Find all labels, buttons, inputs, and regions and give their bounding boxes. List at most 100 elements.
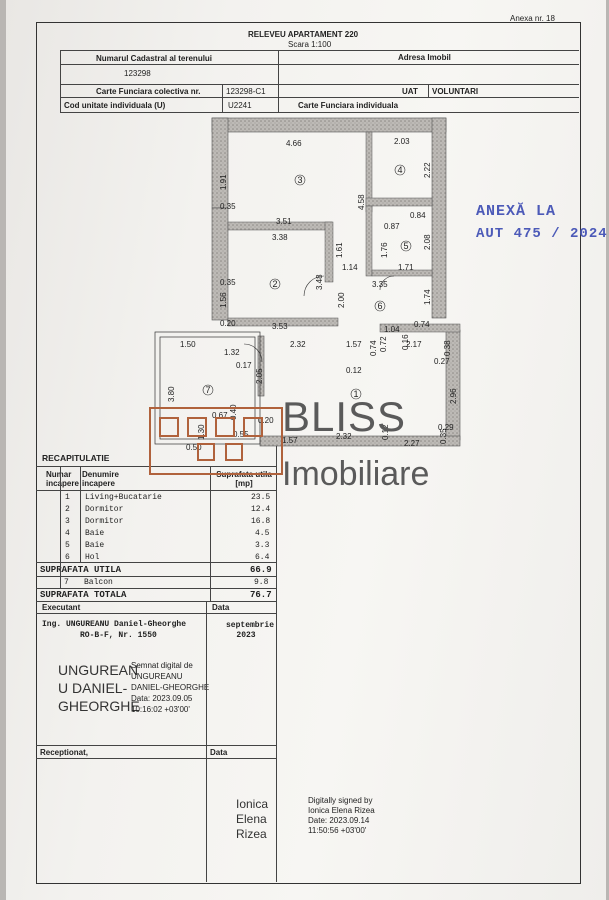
door-swings <box>243 275 395 363</box>
dim-label: 3.80 <box>167 386 176 402</box>
balcony-area: 9.8 <box>254 578 269 587</box>
recap-title: RECAPITULATIE <box>42 453 110 463</box>
floor-plan: 3 4 5 2 6 1 7 <box>154 117 461 447</box>
dim-label: 2.03 <box>394 137 410 146</box>
executant-name: Ing. UNGUREANU Daniel-Gheorghe <box>42 620 187 629</box>
dim-label: 0.27 <box>434 357 450 366</box>
dim-label: 2.32 <box>290 340 306 349</box>
dim-label: 0.35 <box>439 428 448 444</box>
dim-label: 1.14 <box>342 263 358 272</box>
dim-label: 1.71 <box>398 263 414 272</box>
executant-label: Executant <box>42 603 81 612</box>
dim-label: 0.17 <box>236 361 252 370</box>
dim-label: 3.53 <box>272 322 288 331</box>
receptionat-signature-info-3: Date: 2023.09.14 <box>308 816 370 825</box>
room-marker-3: 3 <box>297 175 302 185</box>
dim-label: 0.55 <box>233 430 249 439</box>
room-marker-1: 1 <box>353 389 358 399</box>
executant-date: septembrie 2023 <box>226 621 275 640</box>
dim-label: 4.66 <box>286 139 302 148</box>
uat-label: UAT <box>402 87 418 96</box>
dim-label: 0.67 <box>212 411 228 420</box>
annex-stamp-line2: AUT 475 / 2024 <box>476 226 608 242</box>
exterior-walls <box>211 117 461 447</box>
dim-label: 0.74 <box>414 320 430 329</box>
balcony-name: Balcon <box>84 578 113 587</box>
bliss-logo-icon <box>149 407 283 475</box>
receptionat-signature-info-2: Ionica Elena Rizea <box>308 806 375 815</box>
dim-label: 0.87 <box>384 222 400 231</box>
dim-label: 1.61 <box>335 242 344 258</box>
cadastral-label: Numarul Cadastral al terenului <box>96 54 213 63</box>
dim-label: 1.91 <box>219 174 228 190</box>
receptionat-signature-name-2: Elena <box>236 812 267 826</box>
useful-area-value: 66.9 <box>250 565 272 575</box>
dim-label: 0.29 <box>438 423 454 432</box>
dim-label: 1.32 <box>224 348 240 357</box>
cadastral-value: 123298 <box>124 69 151 78</box>
recap-col-number: Numar incapere <box>46 470 79 488</box>
dim-label: 3.38 <box>272 233 288 242</box>
watermark-brand: BLISS <box>282 393 407 440</box>
dim-label: 0.72 <box>379 336 388 352</box>
document-scale: Scara 1:100 <box>288 40 332 49</box>
receptionat-signature-info-4: 11:50:56 +03'00' <box>308 826 367 835</box>
dim-label: 1.74 <box>423 289 432 305</box>
document-page <box>6 0 606 900</box>
document-title: RELEVEU APARTAMENT 220 <box>248 30 359 39</box>
dim-label: 0.84 <box>410 211 426 220</box>
dim-label: 1.57 <box>282 436 298 445</box>
total-area-value: 76.7 <box>250 590 272 600</box>
executant-signature-name-1: UNGUREAN <box>58 662 139 678</box>
dim-label: 0.38 <box>443 340 452 356</box>
receptionat-signature-name-3: Rizea <box>236 827 267 841</box>
dim-label: 1.04 <box>384 325 400 334</box>
executant-registration: RO-B-F, Nr. 1550 <box>80 631 157 640</box>
executant-signature-info-5: 10:16:02 +03'00' <box>131 705 190 714</box>
total-area-label: SUPRAFATA TOTALA <box>40 590 127 600</box>
executant-signature-info-2: UNGUREANU <box>131 672 183 681</box>
cf-collective-label: Carte Funciara colectiva nr. <box>96 87 201 96</box>
dim-label: 0.35 <box>220 202 236 211</box>
dim-label: 0.20 <box>258 416 274 425</box>
dim-label: 1.56 <box>219 292 228 308</box>
dim-label: 2.32 <box>336 432 352 441</box>
dim-label: 0.20 <box>220 319 236 328</box>
dim-label: 0.74 <box>369 340 378 356</box>
address-label: Adresa Imobil <box>398 53 451 62</box>
useful-area-label: SUPRAFATA UTILA <box>40 565 122 575</box>
unit-label: Cod unitate individuala (U) <box>64 101 166 110</box>
dim-label: 0.35 <box>220 278 236 287</box>
dim-label: 2.05 <box>255 368 264 384</box>
uat-value: VOLUNTARI <box>432 87 479 96</box>
executant-date-label: Data <box>212 603 230 612</box>
annex-label: Anexa nr. 18 <box>510 14 555 23</box>
executant-signature-info-1: Semnat digital de <box>131 661 193 670</box>
room-marker-4: 4 <box>397 165 402 175</box>
executant-signature-name-3: GHEORGHE <box>58 698 140 714</box>
balcony-number: 7 <box>64 578 69 587</box>
dim-label: 4.58 <box>357 194 366 210</box>
dim-label: 3.51 <box>276 217 292 226</box>
receptionat-signature-name-1: Ionica <box>236 797 269 811</box>
room-marker-7: 7 <box>205 385 210 395</box>
document-frame <box>36 22 581 884</box>
annex-stamp-line1: ANEXĂ LA <box>476 203 557 220</box>
dim-label: 3.48 <box>315 274 324 290</box>
dim-label: 0.12 <box>346 366 362 375</box>
executant-signature-info-3: DANIEL-GHEORGHE <box>131 683 210 692</box>
dim-label: 2.17 <box>406 340 422 349</box>
executant-signature-name-2: U DANIEL- <box>58 680 128 696</box>
cf-collective-value: 123298-C1 <box>226 87 266 96</box>
executant-signature-info-4: Data: 2023.09.05 <box>131 694 193 703</box>
dim-label: 2.22 <box>423 162 432 178</box>
dim-label: 1.76 <box>380 242 389 258</box>
dim-label: 3.35 <box>372 280 388 289</box>
interior-walls <box>227 131 461 333</box>
dim-label: 1.57 <box>346 340 362 349</box>
